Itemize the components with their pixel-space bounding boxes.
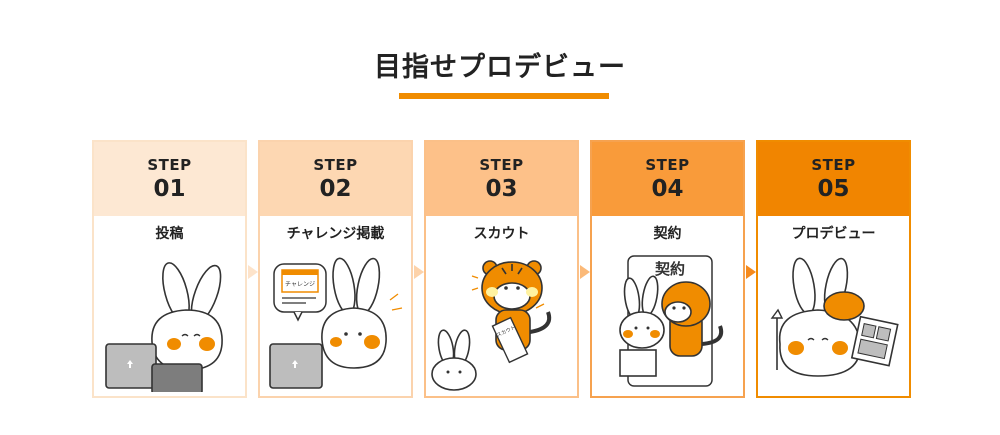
step-arrow-4 [746, 265, 756, 279]
step-label: STEP [758, 155, 909, 175]
step-label: STEP [94, 155, 245, 175]
step-card-02: STEP 02 チャレンジ掲載 チャレンジ [258, 140, 413, 398]
rabbit-artist-pro-debut-illustration [758, 252, 909, 392]
tiger-scouting-rabbit-illustration: スカウト [426, 252, 577, 392]
step-card-03: STEP 03 スカウト [424, 140, 579, 398]
step-number: 05 [758, 176, 909, 202]
rabbit-drawing-on-tablet-illustration [94, 252, 245, 392]
rabbit-with-challenge-bubble-illustration: チャレンジ [260, 252, 411, 392]
step-name: 契約 [592, 225, 743, 243]
step-header: STEP 04 [592, 142, 743, 216]
page-title: 目指せプロデビュー [0, 48, 1000, 88]
step-label: STEP [592, 155, 743, 175]
step-name: 投稿 [94, 225, 245, 243]
step-number: 02 [260, 176, 411, 202]
step-card-04: STEP 04 契約 契約 [590, 140, 745, 398]
step-arrow-3 [580, 265, 590, 279]
step-card-05: STEP 05 プロデビュー [756, 140, 911, 398]
step-number: 04 [592, 176, 743, 202]
bubble-text: チャレンジ [285, 281, 315, 288]
step-name: スカウト [426, 225, 577, 243]
step-name: プロデビュー [758, 225, 909, 243]
step-card-01: STEP 01 投稿 [92, 140, 247, 398]
step-label: STEP [426, 155, 577, 175]
steps-flow: STEP 01 投稿 STEP 02 チャ [92, 140, 912, 398]
step-header: STEP 03 [426, 142, 577, 216]
step-number: 01 [94, 176, 245, 202]
contract-sign-text: 契約 [654, 260, 685, 278]
step-header: STEP 01 [94, 142, 245, 216]
step-arrow-2 [414, 265, 424, 279]
step-label: STEP [260, 155, 411, 175]
step-header: STEP 02 [260, 142, 411, 216]
step-name: チャレンジ掲載 [260, 225, 411, 243]
step-header: STEP 05 [758, 142, 909, 216]
rabbit-and-tiger-contract-illustration: 契約 [592, 252, 743, 392]
step-number: 03 [426, 176, 577, 202]
title-underline [399, 93, 609, 99]
step-arrow-1 [248, 265, 258, 279]
